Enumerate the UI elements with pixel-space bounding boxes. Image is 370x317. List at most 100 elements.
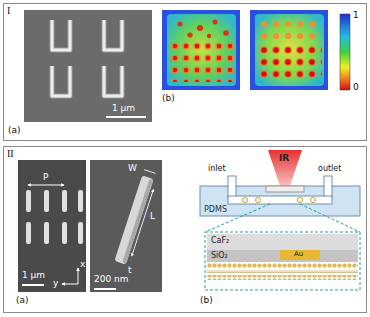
circle-shape [187,32,192,37]
rod [114,175,153,264]
gold-rod [280,250,320,260]
path-shape [52,66,70,96]
material-label: CaF₂ [211,237,229,245]
port-label: outlet [318,165,341,173]
sio2-layer [207,250,358,262]
axis-label: y [53,279,58,288]
length-arrow [132,189,154,256]
channel [228,196,332,204]
material-label: Au [294,251,303,258]
sem-ground [24,10,152,122]
rect-shape [44,222,49,244]
panel-letter: (b) [200,296,213,305]
dimension-label: P [43,173,48,182]
rect-shape [78,222,83,244]
scale-bar [94,288,116,290]
rect-shape [26,222,31,244]
window [266,186,304,192]
lipid-tails [207,271,358,273]
rect-shape [167,14,236,86]
panel-letter: (a) [8,126,21,135]
path-shape [52,20,70,50]
zoom-inset [205,232,360,290]
circle-shape [178,22,183,27]
circle-shape [298,198,303,203]
panel-letter: (b) [162,94,175,103]
rect-shape [162,10,240,90]
line-shape [207,271,358,272]
period-arrow [28,185,64,186]
channel-joint [325,197,331,203]
sem-image-rods [18,160,86,292]
material-label: SiO₂ [211,252,228,260]
circle-shape [207,34,211,38]
axis-arrow [78,268,79,284]
rect-shape [18,160,86,292]
circle-shape [213,20,218,25]
rect-shape [90,160,162,292]
circle-shape [197,25,203,31]
ir-beam [268,150,302,186]
rect-shape [62,190,67,212]
port-label: inlet [208,165,226,173]
inlet-tube [228,176,236,198]
rod-array [26,190,83,244]
lipid-row [207,275,358,280]
scale-bar [106,116,146,118]
scale-bar [22,284,44,286]
channel-joint [229,197,235,203]
u-resonator [52,20,122,96]
u-shadow [52,20,122,96]
zoom-line [300,204,360,232]
rect-shape [78,190,83,212]
heatmap-1 [162,10,240,90]
lipid-row [207,263,358,268]
outlet-tube [324,176,332,198]
scale-label: 1 μm [112,104,135,113]
heatmap-2 [250,10,328,90]
width-mark [144,170,155,174]
dimension-label: W [128,164,137,173]
colorbar-tick: 0 [353,83,359,92]
scale-label: 200 nm [94,275,129,284]
sem-image-u [24,10,152,122]
circle-shape [256,198,261,203]
rect-shape [62,222,67,244]
path-shape [104,66,122,96]
panel-letter: (a) [16,296,29,305]
scale-label: 1 μm [22,271,45,280]
rod-side [122,179,153,264]
pdms-block [200,186,360,216]
microfluidic-cell [200,150,360,290]
rect-shape [258,18,322,42]
vesicles [243,198,316,203]
caf2-layer [207,234,358,250]
sem-image-single-rod [90,160,162,292]
axis-label: x [80,260,85,269]
line-shape [207,272,358,273]
rect-shape [255,14,324,86]
path-shape [104,66,122,96]
g-shape [178,20,229,39]
rect-shape [26,190,31,212]
beam-label: IR [279,154,289,163]
material-label: PDMS [204,206,227,214]
circle-shape [243,198,248,203]
path-shape [52,66,70,96]
dimension-label: t [128,266,132,275]
rect-shape [44,190,49,212]
rect-shape [170,40,234,82]
g-shape [114,170,158,266]
panel-frame: I [3,3,367,141]
zoom-line [205,204,270,232]
path-shape [104,20,122,50]
colorbar [340,14,350,90]
axis-arrow [62,284,78,285]
rect-shape [258,44,322,80]
circle-shape [223,30,229,36]
panel-number: II [7,148,14,159]
dimension-label: L [150,212,155,221]
rect-shape [250,10,328,90]
